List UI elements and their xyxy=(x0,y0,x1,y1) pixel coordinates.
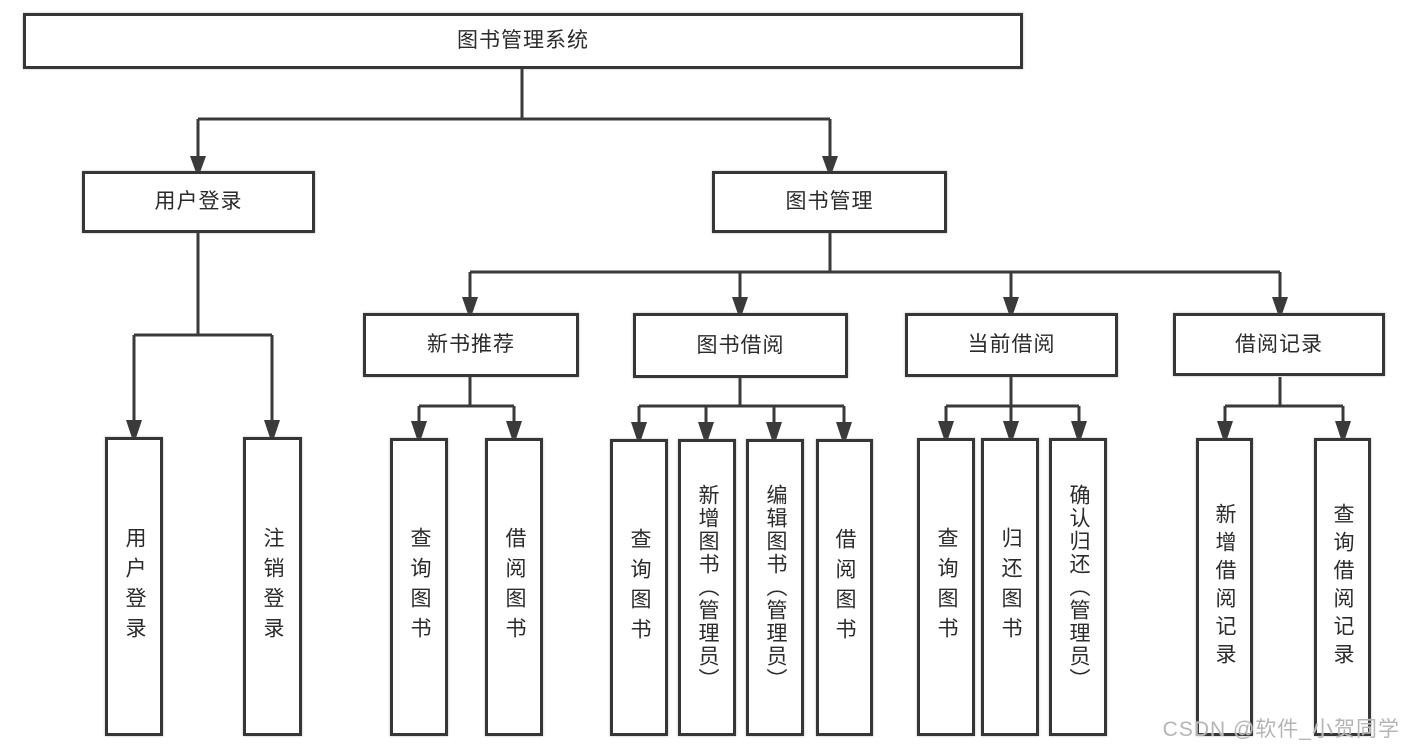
arrowheads xyxy=(126,156,1351,446)
leaf-add-borrow-record: 新增借阅记录 xyxy=(1196,438,1253,736)
watermark-text: CSDN @软件_小贺同学 xyxy=(1162,718,1400,741)
leaf-add-books-admin: 新增图书（管理员） xyxy=(678,439,736,736)
leaf-borrow-books-recommend: 借阅图书 xyxy=(485,438,543,736)
node-user-login: 用户登录 xyxy=(82,171,315,233)
leaf-query-books-borrowing: 查询图书 xyxy=(610,439,668,736)
leaf-logout: 注销登录 xyxy=(243,437,302,736)
leaf-query-books-current: 查询图书 xyxy=(917,438,975,736)
leaf-confirm-return-admin: 确认归还（管理员） xyxy=(1049,438,1107,736)
leaf-user-login: 用户登录 xyxy=(105,437,163,736)
leaf-edit-books-admin: 编辑图书（管理员） xyxy=(746,439,804,736)
node-book-management: 图书管理 xyxy=(712,171,947,233)
leaf-query-books-recommend: 查询图书 xyxy=(390,438,448,736)
node-book-borrowing: 图书借阅 xyxy=(633,313,848,378)
node-current-borrowing: 当前借阅 xyxy=(905,313,1118,377)
leaf-borrow-books-borrowing: 借阅图书 xyxy=(816,439,873,736)
node-borrowing-records: 借阅记录 xyxy=(1173,313,1385,376)
connector-paths xyxy=(132,68,1345,424)
leaf-query-borrow-record: 查询借阅记录 xyxy=(1314,438,1371,736)
node-root: 图书管理系统 xyxy=(23,13,1023,69)
node-new-book-recommend: 新书推荐 xyxy=(363,313,579,377)
leaf-return-books: 归还图书 xyxy=(981,438,1039,736)
